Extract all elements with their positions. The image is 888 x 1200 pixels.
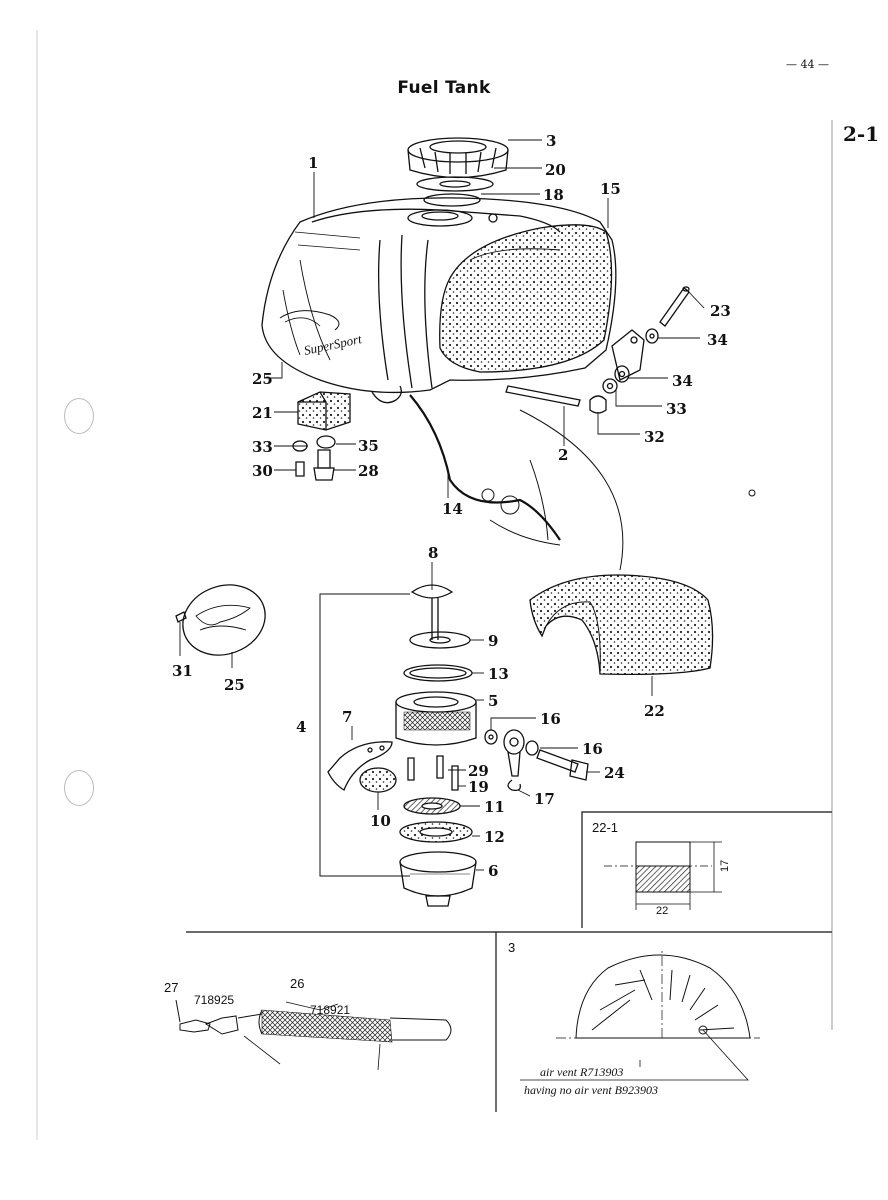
banjo-washer-a (484, 729, 498, 745)
detail-27-label: 27 (164, 980, 178, 995)
callout-2: 2 (558, 446, 568, 464)
washer-33 (602, 378, 618, 394)
callout-labels: 3 20 18 1 15 23 34 34 33 32 2 25 21 33 3… (172, 132, 731, 880)
detail-labels: 22-1 17 22 3 air vent R713903 having no … (164, 820, 731, 1097)
tap-lever-8 (410, 584, 454, 640)
gasket-11 (403, 797, 461, 815)
bolt-28 (313, 449, 335, 481)
callout-19: 19 (468, 778, 489, 796)
detail-26-drawing (175, 999, 452, 1071)
callout-34-upper: 34 (707, 331, 728, 349)
callout-6: 6 (488, 862, 498, 880)
callout-25-tank: 25 (252, 370, 273, 388)
callout-9: 9 (488, 632, 498, 650)
punch-hole-lower (64, 770, 94, 806)
page-title: Fuel Tank (397, 78, 491, 98)
detail-3-label: 3 (508, 940, 515, 955)
washer-35 (316, 435, 336, 449)
o-ring-13 (403, 664, 473, 682)
bracket-bolt (659, 286, 690, 327)
dim-width: 22 (656, 905, 668, 917)
callout-18: 18 (543, 186, 564, 204)
air-vent-note: air vent R713903 (540, 1065, 623, 1079)
spacer-lower (614, 365, 630, 383)
clip-17 (507, 779, 521, 792)
callout-34-lower: 34 (672, 372, 693, 390)
callout-29: 29 (468, 762, 489, 780)
emblem-screw-31 (175, 611, 187, 623)
callout-20: 20 (545, 161, 566, 179)
callout-17: 17 (534, 790, 555, 808)
banjo-washer-b (525, 740, 539, 756)
callout-23: 23 (710, 302, 731, 320)
callout-4: 4 (296, 718, 306, 736)
fuel-tank-body: SuperSport (261, 197, 617, 404)
banjo-bolt-24 (536, 749, 589, 781)
page-number: — 44 — (786, 58, 829, 71)
rubber-block (297, 391, 351, 431)
callout-14: 14 (442, 500, 463, 518)
knee-rubber-22 (529, 574, 714, 676)
sediment-bowl-6 (399, 851, 477, 907)
tank-emblem (182, 584, 266, 656)
dim-height: 17 (719, 860, 731, 872)
callout-33-right: 33 (666, 400, 687, 418)
callout-30: 30 (252, 462, 273, 480)
filter-12 (399, 821, 473, 843)
callout-15: 15 (600, 180, 621, 198)
emblem-script: SuperSport (303, 331, 364, 358)
callout-11: 11 (484, 798, 505, 816)
callout-3: 3 (546, 132, 556, 150)
callout-13: 13 (488, 665, 509, 683)
seal-9 (409, 631, 471, 649)
callout-16-lower: 16 (582, 740, 603, 758)
banjo-fitting (503, 729, 525, 777)
callout-10: 10 (370, 812, 391, 830)
no-air-vent-note: having no air vent B923903 (524, 1083, 658, 1097)
part-no-718921: 718921 (310, 1003, 350, 1017)
leader-lines (179, 139, 705, 871)
spacer-upper (645, 328, 659, 344)
callout-35: 35 (358, 437, 379, 455)
part-no-718925: 718925 (194, 993, 234, 1007)
callout-24: 24 (604, 764, 625, 782)
detail-3-drawing (520, 950, 760, 1081)
detail-22-1-label: 22-1 (592, 820, 618, 835)
cap-washer (423, 193, 481, 207)
disc-10 (359, 767, 397, 793)
tap-lever-7 (327, 741, 393, 791)
detail-26-label: 26 (290, 976, 304, 991)
bracket (611, 329, 645, 381)
detail-22-1-drawing (604, 841, 722, 910)
callout-16-upper: 16 (540, 710, 561, 728)
callout-25-emblem: 25 (224, 676, 245, 694)
tank-stud (505, 385, 581, 407)
punch-hole-upper (64, 398, 94, 434)
section-number: 2-1 (843, 122, 880, 146)
screws-29-19 (407, 755, 459, 791)
cap-nut-32 (589, 395, 607, 414)
detail-frames (186, 811, 832, 1112)
screw-30 (295, 461, 305, 477)
tap-bracket-line (319, 593, 410, 877)
callout-5: 5 (488, 692, 498, 710)
callout-1: 1 (308, 154, 318, 172)
callout-21: 21 (252, 404, 273, 422)
frame-background (409, 394, 756, 571)
callout-22: 22 (644, 702, 665, 720)
fuel-cap (407, 137, 509, 179)
callout-8: 8 (428, 544, 438, 562)
callout-12: 12 (484, 828, 505, 846)
tap-body-5 (395, 691, 477, 746)
callout-28: 28 (358, 462, 379, 480)
callout-7: 7 (342, 708, 352, 726)
callout-31: 31 (172, 662, 193, 680)
callout-33-left: 33 (252, 438, 273, 456)
cap-gasket (416, 176, 494, 192)
callout-32: 32 (644, 428, 665, 446)
